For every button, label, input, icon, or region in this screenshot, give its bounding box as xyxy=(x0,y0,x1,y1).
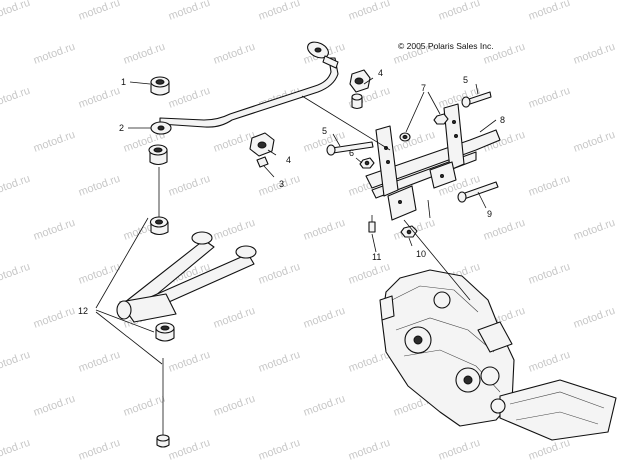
copyright-text: © 2005 Polaris Sales Inc. xyxy=(398,41,494,51)
watermark-text: motod.ru xyxy=(167,349,212,375)
watermark-text: motod.ru xyxy=(77,349,122,375)
watermark-text: motod.ru xyxy=(302,393,347,419)
watermark-text: motod.ru xyxy=(437,437,482,463)
bolt-part-5-right xyxy=(461,91,492,108)
watermark-text: motod.ru xyxy=(167,0,212,23)
watermark-text: motod.ru xyxy=(572,305,617,331)
watermark-text: motod.ru xyxy=(302,305,347,331)
watermark-text: motod.ru xyxy=(302,217,347,243)
callout-5-right: 5 xyxy=(463,75,468,85)
stabilizer-bar xyxy=(150,41,339,135)
nut-part-10 xyxy=(400,225,418,238)
watermark-text: motod.ru xyxy=(392,129,437,155)
callout-6: 6 xyxy=(349,148,354,158)
watermark-text: motod.ru xyxy=(257,437,302,463)
a-arm xyxy=(116,231,257,342)
callout-4-lower: 4 xyxy=(286,155,291,165)
watermark-text: motod.ru xyxy=(572,41,617,67)
long-bolt xyxy=(156,358,170,448)
watermark-text: motod.ru xyxy=(482,217,527,243)
callout-5-left: 5 xyxy=(322,126,327,136)
callout-8: 8 xyxy=(500,115,505,125)
nut-part-6 xyxy=(359,157,375,169)
watermark-text: motod.ru xyxy=(122,393,167,419)
watermark-text: motod.ru xyxy=(527,0,572,23)
watermark-text: motod.ru xyxy=(347,349,392,375)
callout-labels: 1 2 3 4 4 5 5 6 7 8 9 10 11 12 xyxy=(78,68,505,316)
watermark-text: motod.ru xyxy=(527,173,572,199)
watermark-text: motod.ru xyxy=(527,85,572,111)
watermark-text: motod.ru xyxy=(32,393,77,419)
callout-2: 2 xyxy=(119,123,124,133)
watermark-text: motod.ru xyxy=(347,437,392,463)
watermark-text: motod.ru xyxy=(0,437,32,463)
engine-assembly xyxy=(379,269,617,441)
watermark-text: motod.ru xyxy=(77,437,122,463)
callout-12: 12 xyxy=(78,306,88,316)
watermark-text: motod.ru xyxy=(572,129,617,155)
link-rod-assembly xyxy=(148,144,169,236)
watermark-text: motod.ru xyxy=(32,305,77,331)
watermark-text: motod.ru xyxy=(77,85,122,111)
clamp-part-4-upper xyxy=(349,69,371,110)
watermark-text: motod.ru xyxy=(77,173,122,199)
watermark-text: motod.ru xyxy=(0,85,32,111)
callout-3: 3 xyxy=(279,179,284,189)
watermark-text: motod.ru xyxy=(527,437,572,463)
watermark-text: motod.ru xyxy=(572,217,617,243)
mounting-bracket xyxy=(365,103,501,221)
bolt-part-9 xyxy=(457,181,499,203)
watermark-text: motod.ru xyxy=(257,349,302,375)
callout-11: 11 xyxy=(372,252,381,262)
watermark-text: motod.ru xyxy=(77,0,122,23)
watermark-text: motod.ru xyxy=(527,261,572,287)
watermark-text: motod.ru xyxy=(212,41,257,67)
watermark-text: motod.ru xyxy=(32,217,77,243)
watermark-text: motod.ru xyxy=(0,0,32,23)
watermark-text: motod.ru xyxy=(212,129,257,155)
watermark-text: motod.ru xyxy=(212,393,257,419)
callout-9: 9 xyxy=(487,209,492,219)
watermark-text: motod.ru xyxy=(257,0,302,23)
watermark-text: motod.ru xyxy=(167,173,212,199)
pin-part-3 xyxy=(256,156,269,168)
nuts-part-7 xyxy=(399,113,449,142)
bolt-part-11 xyxy=(368,215,376,233)
watermark-text: motod.ru xyxy=(347,0,392,23)
bolt-part-5-left xyxy=(326,141,374,156)
callout-4-upper: 4 xyxy=(378,68,383,78)
watermark-text: motod.ru xyxy=(0,349,32,375)
watermark-text: motod.ru xyxy=(167,437,212,463)
watermark-text: motod.ru xyxy=(77,261,122,287)
watermark-text: motod.ru xyxy=(167,85,212,111)
watermark-text: motod.ru xyxy=(257,261,302,287)
watermark-text: motod.ru xyxy=(437,0,482,23)
watermark-text: motod.ru xyxy=(212,217,257,243)
watermark-text: motod.ru xyxy=(527,349,572,375)
watermark-text: motod.ru xyxy=(122,41,167,67)
watermark-text: motod.ru xyxy=(347,261,392,287)
callout-10: 10 xyxy=(416,249,426,259)
watermark-text: motod.ru xyxy=(0,261,32,287)
watermark-text: motod.ru xyxy=(32,41,77,67)
watermark-text: motod.ru xyxy=(0,173,32,199)
callout-7: 7 xyxy=(421,83,426,93)
bushing-part-1 xyxy=(150,76,170,96)
watermark-text: motod.ru xyxy=(32,129,77,155)
leader-lines xyxy=(95,77,497,365)
watermark-text: motod.ru xyxy=(212,305,257,331)
callout-1: 1 xyxy=(121,77,126,87)
